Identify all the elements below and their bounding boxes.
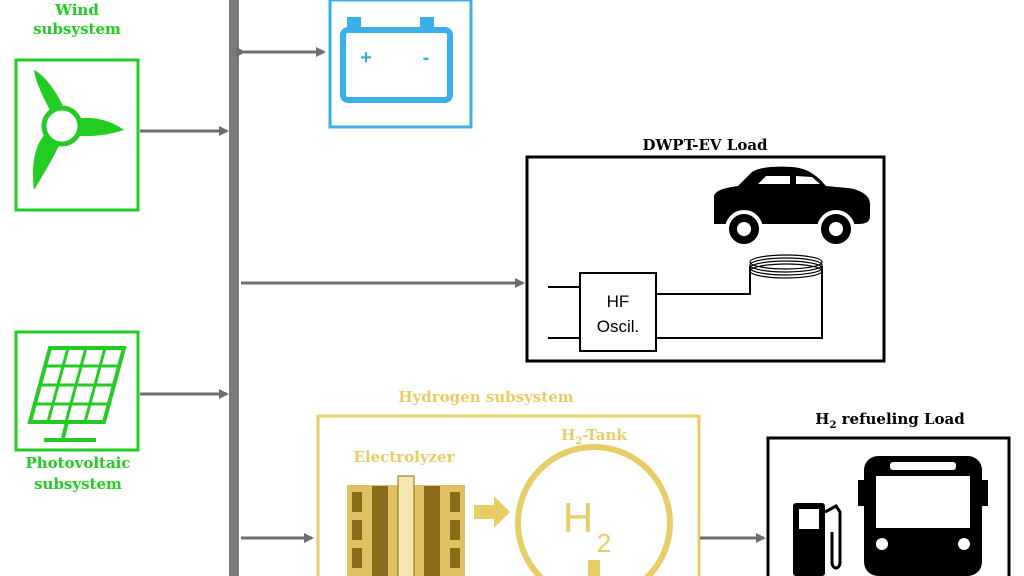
battery-plus: + — [360, 47, 372, 69]
pv-label: Photovoltaic — [25, 454, 130, 472]
solar-panel-icon — [27, 346, 127, 442]
svg-text:H: H — [563, 494, 593, 541]
battery-minus: - — [423, 47, 430, 69]
svg-text:2: 2 — [597, 528, 611, 558]
hydrogen-title: Hydrogen subsystem — [398, 388, 573, 406]
battery-icon: + - — [340, 17, 453, 103]
electrolyzer-to-tank-arrow — [474, 496, 510, 528]
hf-oscillator-box — [579, 272, 657, 352]
wind-label-2: subsystem — [33, 20, 121, 38]
electrolyzer-label: Electrolyzer — [353, 448, 455, 466]
electrolyzer-icon — [347, 475, 465, 576]
bus-icon — [858, 456, 988, 576]
refueling-title: H2 refueling Load — [815, 410, 965, 431]
oscillator-wiring — [548, 266, 823, 339]
car-icon — [714, 166, 870, 248]
wind-turbine-icon — [33, 70, 124, 190]
h2-tank-label: H2-Tank — [561, 426, 627, 447]
dwpt-title: DWPT-EV Load — [642, 136, 768, 154]
pv-label-2: subsystem — [34, 475, 122, 493]
hf-oscillator-label: HF — [607, 292, 630, 311]
fuel-pump-icon — [793, 503, 842, 576]
h2-tank-icon: H 2 — [515, 444, 673, 576]
hf-oscillator-label-2: Oscil. — [597, 317, 640, 336]
dc-bus — [229, 0, 239, 576]
wind-label: Wind — [54, 1, 99, 19]
